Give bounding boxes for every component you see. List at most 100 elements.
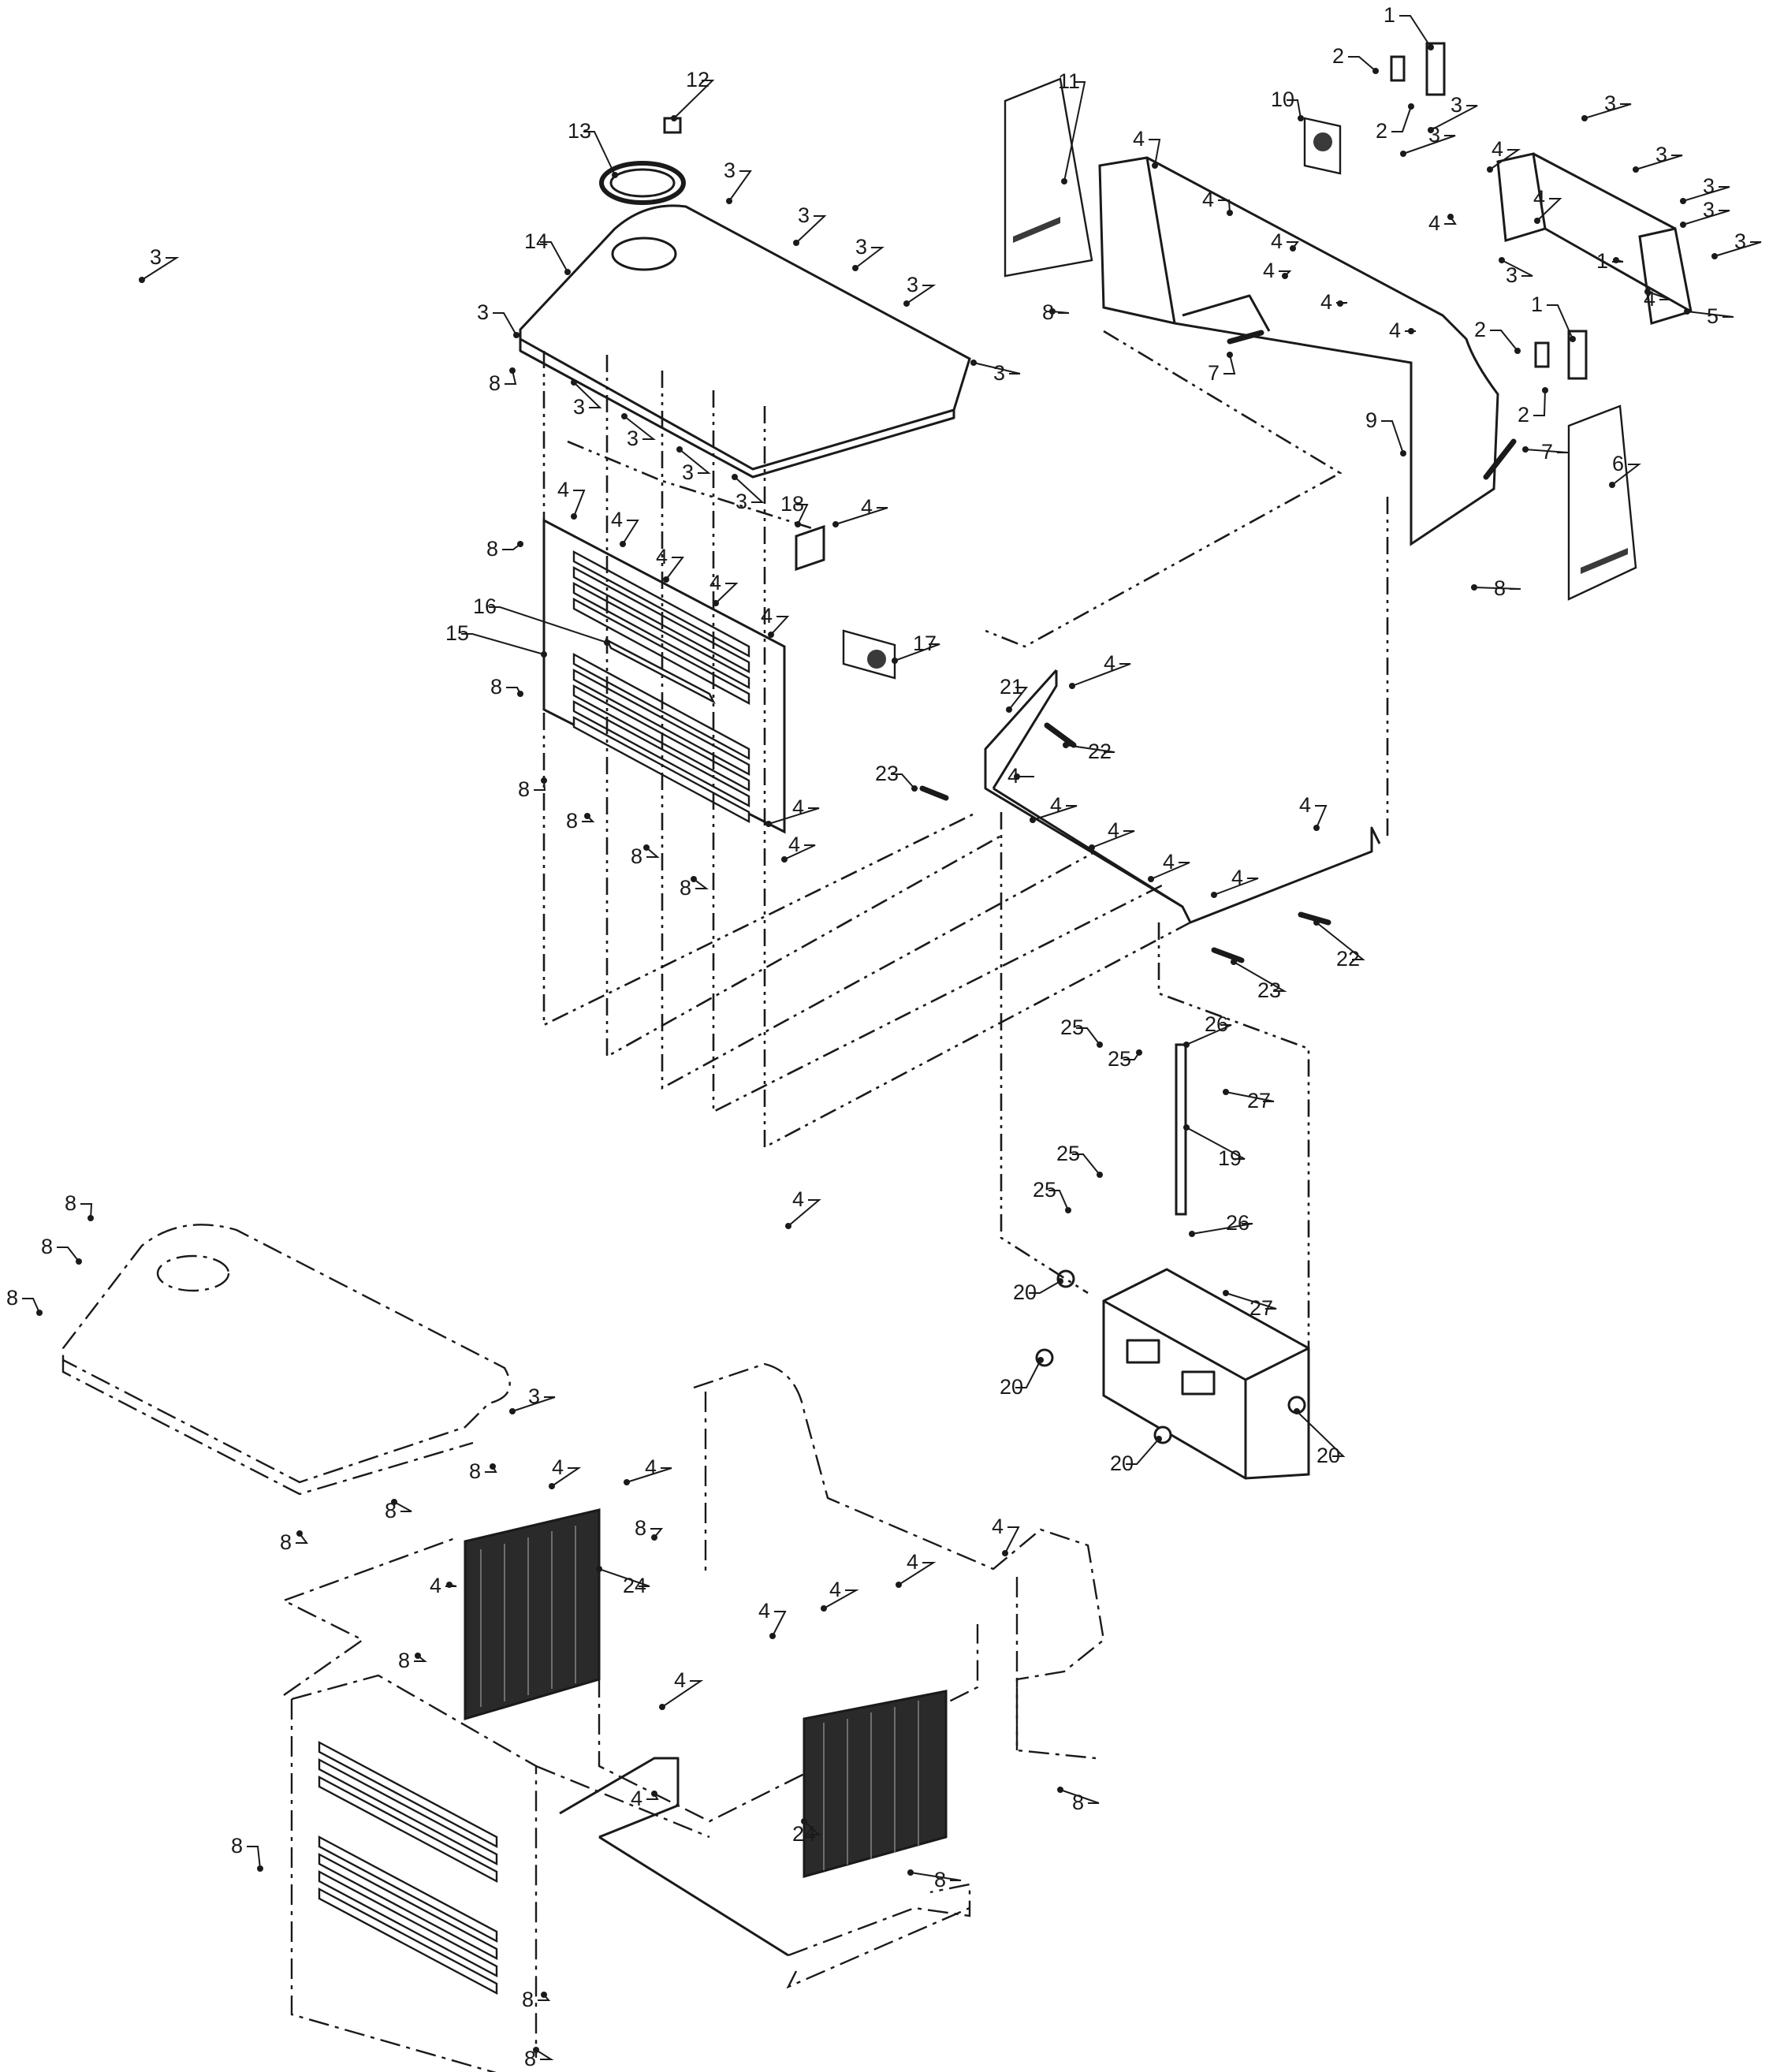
- leader-dot: [1069, 683, 1075, 689]
- callout-8: 8: [385, 1499, 412, 1522]
- latch-part-1b: [1567, 330, 1588, 380]
- callout-8: 8: [486, 537, 523, 561]
- callout-12: 12: [671, 68, 715, 121]
- callout-number: 3: [682, 460, 694, 484]
- leader-dot: [659, 1704, 665, 1710]
- callout-number: 4: [1320, 290, 1332, 314]
- callout-number: 4: [1007, 764, 1019, 788]
- leader-dot: [1152, 162, 1158, 169]
- leader-dot: [490, 1463, 496, 1470]
- leader-dot: [1644, 289, 1651, 295]
- callout-2: 2: [1518, 387, 1548, 427]
- leader-line: [1287, 99, 1302, 119]
- leader-line: [1611, 464, 1641, 486]
- leader-dot: [1006, 706, 1012, 713]
- callout-10: 10: [1271, 88, 1304, 121]
- leader-line: [1213, 878, 1259, 896]
- leader-line: [973, 362, 1021, 375]
- callout-number: 4: [1202, 188, 1214, 211]
- leader-dot: [1428, 44, 1434, 50]
- leader-line: [734, 476, 765, 503]
- leader-dot: [1097, 1042, 1103, 1048]
- leader-line: [673, 80, 715, 119]
- leader-line: [1063, 81, 1086, 182]
- callout-3: 3: [903, 273, 937, 307]
- callout-number: 5: [1707, 304, 1719, 328]
- callout-number: 3: [1703, 174, 1715, 198]
- leader-dot: [832, 521, 839, 527]
- leader-dot: [139, 277, 145, 283]
- leader-line: [598, 1568, 650, 1587]
- leader-dot: [676, 446, 683, 453]
- leader-line: [855, 247, 884, 269]
- leader-line: [1015, 1359, 1041, 1388]
- leader-dot: [732, 474, 738, 480]
- callout-3: 3: [793, 203, 827, 246]
- decal-part-6: [1567, 404, 1637, 601]
- callout-number: 4: [611, 508, 623, 531]
- leader-dot: [36, 1310, 43, 1316]
- callout-number: 3: [1703, 198, 1715, 222]
- callout-number: 2: [1376, 119, 1387, 143]
- leader-dot: [1408, 103, 1414, 110]
- leader-line: [891, 773, 915, 789]
- callout-8: 8: [1042, 300, 1070, 324]
- leader-line: [1536, 198, 1562, 222]
- callout-number: 4: [1533, 186, 1545, 210]
- leader-dot: [852, 265, 858, 271]
- leader-dot: [1002, 1550, 1008, 1556]
- leader-line: [1402, 135, 1456, 155]
- leader-dot: [1499, 257, 1505, 263]
- leader-dot: [1211, 892, 1217, 898]
- callout-3: 3: [1581, 91, 1632, 121]
- callout-15: 15: [445, 621, 547, 658]
- bolt-part-23a: [919, 785, 949, 801]
- leader-dot: [1227, 210, 1233, 216]
- leader-dot: [533, 2047, 539, 2053]
- callout-number: 8: [41, 1235, 53, 1258]
- leader-dot: [1372, 68, 1379, 74]
- callout-8: 8: [41, 1235, 82, 1265]
- leader-dot: [713, 600, 719, 606]
- callout-number: 8: [1494, 576, 1506, 600]
- callout-3: 3: [732, 474, 765, 513]
- callout-8: 8: [522, 1988, 551, 2011]
- leader-line: [573, 490, 586, 517]
- leader-line: [1149, 139, 1161, 166]
- callout-25: 25: [1108, 1047, 1142, 1071]
- callout-24: 24: [596, 1566, 650, 1597]
- leader-line: [1060, 1789, 1100, 1804]
- callout-27: 27: [1223, 1089, 1275, 1112]
- leader-dot: [765, 821, 772, 827]
- leader-dot: [785, 1223, 791, 1229]
- leader-line: [1218, 199, 1231, 214]
- leader-line: [906, 285, 937, 304]
- callout-number: 8: [490, 675, 502, 699]
- callout-number: 4: [907, 1550, 918, 1574]
- leader-dot: [651, 1534, 657, 1541]
- leader-dot: [296, 1530, 303, 1537]
- callout-number: 8: [385, 1499, 397, 1522]
- callout-2: 2: [1332, 44, 1379, 74]
- leader-dot: [781, 856, 788, 863]
- callout-number: 27: [1247, 1089, 1271, 1112]
- callout-number: 3: [724, 158, 736, 182]
- leader-line: [715, 583, 739, 604]
- leader-line: [693, 878, 709, 889]
- callout-number: 4: [1299, 793, 1311, 817]
- leader-dot: [1337, 300, 1343, 307]
- assembled-view: [61, 1224, 1105, 2072]
- callout-number: 8: [398, 1649, 410, 1672]
- leader-dot: [651, 1791, 657, 1797]
- leader-dot: [446, 1582, 452, 1588]
- leader-line: [768, 807, 820, 825]
- callout-1: 1: [1596, 249, 1624, 273]
- callout-20: 20: [1294, 1408, 1346, 1467]
- leader-dot: [1223, 1089, 1229, 1095]
- callout-26: 26: [1189, 1211, 1253, 1237]
- callout-number: 20: [1317, 1444, 1340, 1467]
- callout-number: 8: [566, 809, 578, 833]
- leader-dot: [391, 1499, 397, 1505]
- callout-number: 8: [635, 1516, 646, 1540]
- callout-number: 8: [231, 1834, 243, 1858]
